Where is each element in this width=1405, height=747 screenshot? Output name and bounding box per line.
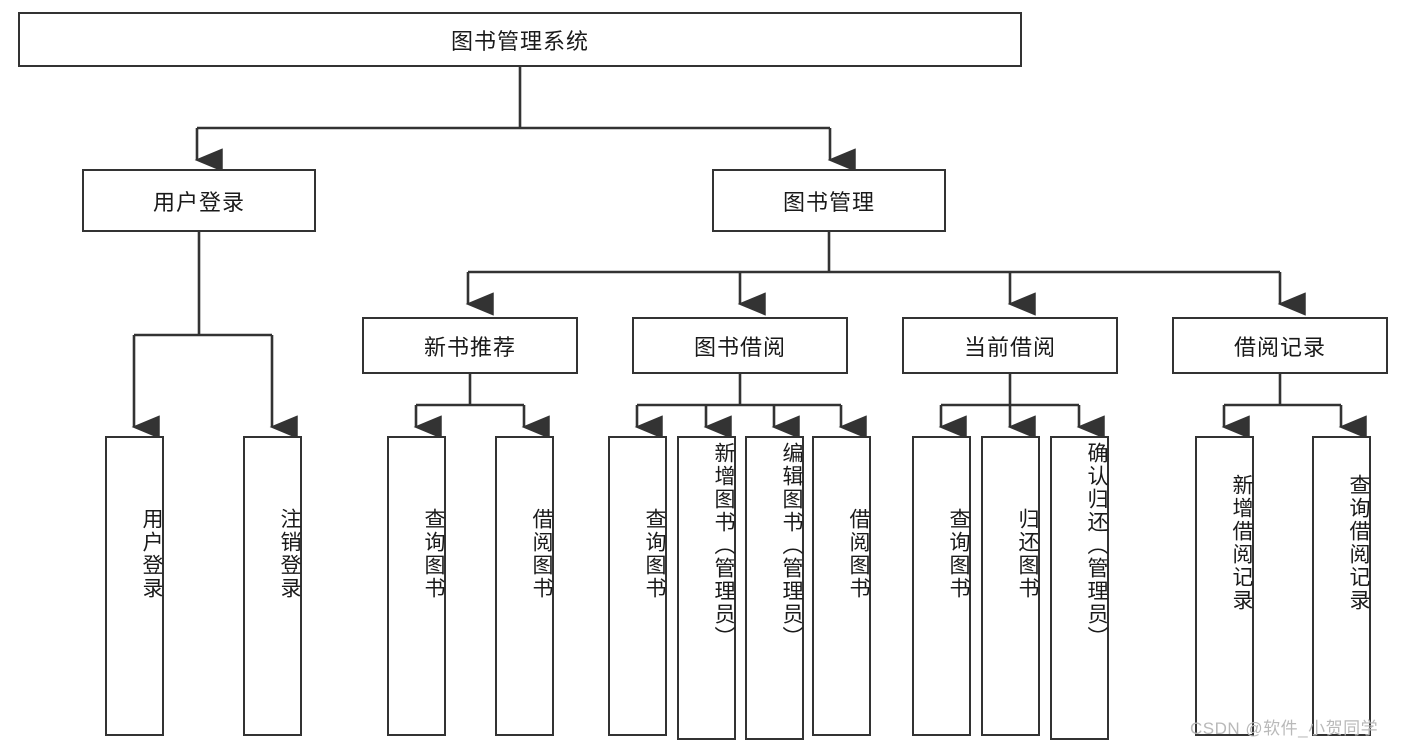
node-label: 新增借阅记录: [1230, 474, 1253, 612]
node-current-borrow[interactable]: 当前借阅: [902, 317, 1118, 374]
node-label: 归还图书: [1016, 508, 1039, 600]
node-label: 新书推荐: [423, 334, 516, 360]
node-label: 注销登录: [278, 508, 301, 600]
leaf-borrow-book-recommend[interactable]: 借阅图书: [495, 436, 554, 736]
node-user-login[interactable]: 用户登录: [82, 169, 316, 232]
leaf-edit-book-admin[interactable]: 编辑图书（管理员）: [745, 436, 804, 740]
leaf-query-borrow-record[interactable]: 查询借阅记录: [1312, 436, 1371, 736]
node-label: 用户登录: [140, 508, 163, 600]
node-label: 用户登录: [152, 189, 245, 215]
node-label: 编辑图书（管理员）: [780, 442, 803, 649]
node-new-book-recommend[interactable]: 新书推荐: [362, 317, 578, 374]
node-label: 查询图书: [643, 508, 666, 600]
node-label: 借阅图书: [530, 508, 553, 600]
leaf-add-book-admin[interactable]: 新增图书（管理员）: [677, 436, 736, 740]
node-label: 当前借阅: [963, 334, 1056, 360]
watermark-text: CSDN @软件_小贺同学: [1190, 719, 1379, 738]
node-label: 新增图书（管理员）: [712, 442, 735, 649]
node-label: 借阅图书: [847, 508, 870, 600]
leaf-query-book-current[interactable]: 查询图书: [912, 436, 971, 736]
node-label: 借阅记录: [1233, 334, 1326, 360]
leaf-return-book[interactable]: 归还图书: [981, 436, 1040, 736]
leaf-user-logout[interactable]: 注销登录: [243, 436, 302, 736]
node-label: 查询图书: [947, 508, 970, 600]
node-root-book-management-system[interactable]: 图书管理系统: [18, 12, 1022, 67]
leaf-query-book-borrow[interactable]: 查询图书: [608, 436, 667, 736]
node-label: 查询借阅记录: [1347, 474, 1370, 612]
leaf-borrow-book[interactable]: 借阅图书: [812, 436, 871, 736]
leaf-add-borrow-record[interactable]: 新增借阅记录: [1195, 436, 1254, 736]
node-label: 查询图书: [422, 508, 445, 600]
node-label: 图书管理系统: [450, 28, 589, 54]
leaf-query-book-recommend[interactable]: 查询图书: [387, 436, 446, 736]
node-book-borrow[interactable]: 图书借阅: [632, 317, 848, 374]
leaf-confirm-return-admin[interactable]: 确认归还（管理员）: [1050, 436, 1109, 740]
node-label: 确认归还（管理员）: [1085, 442, 1108, 649]
node-label: 图书管理: [782, 189, 875, 215]
node-label: 图书借阅: [693, 334, 786, 360]
leaf-user-login[interactable]: 用户登录: [105, 436, 164, 736]
node-book-management[interactable]: 图书管理: [712, 169, 946, 232]
node-borrow-record[interactable]: 借阅记录: [1172, 317, 1388, 374]
